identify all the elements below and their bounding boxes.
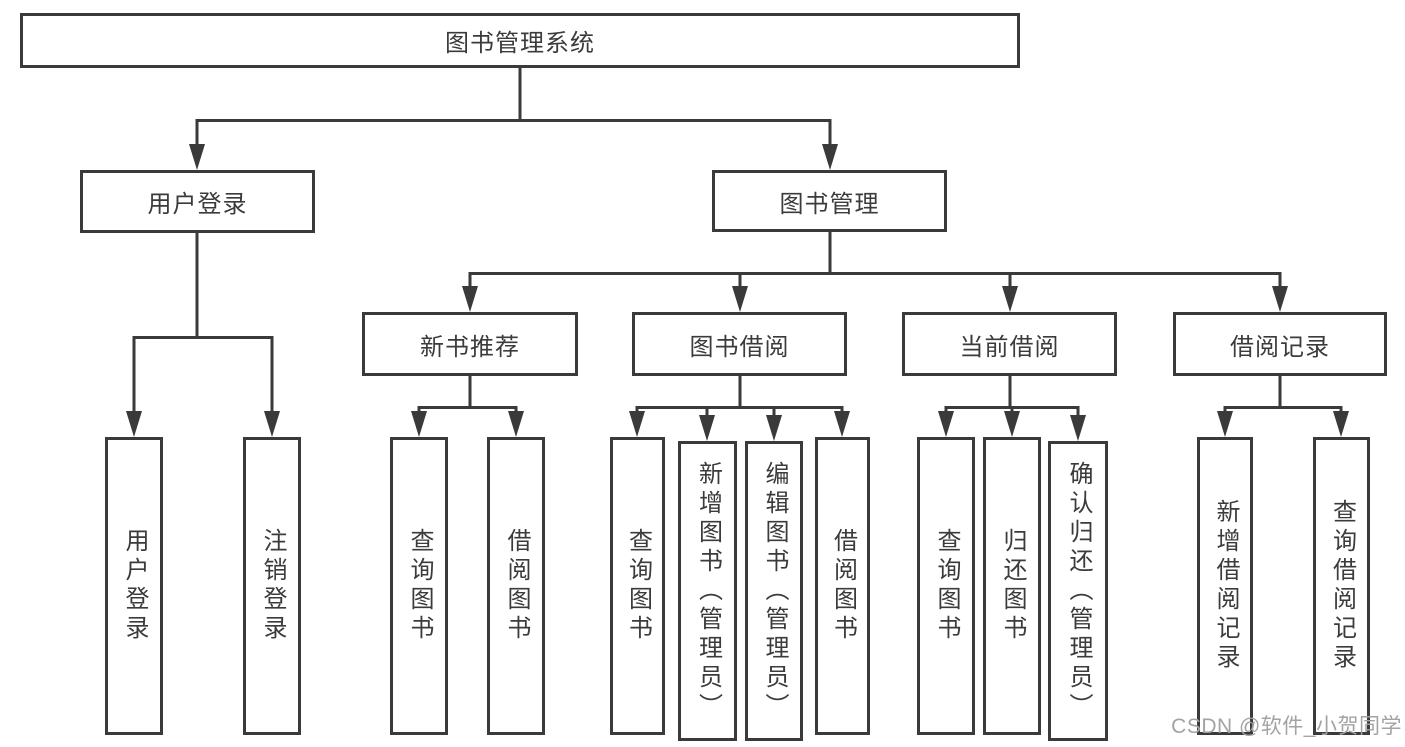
leaf-borrow-books: 借阅图书 bbox=[815, 437, 870, 735]
arrow-down-icon bbox=[1070, 415, 1086, 441]
leaf-query-borrow-record: 查询借阅记录 bbox=[1313, 437, 1370, 735]
arrow-down-icon bbox=[629, 411, 645, 437]
arrow-down-icon bbox=[1333, 411, 1349, 437]
node-book-management: 图书管理 bbox=[712, 170, 947, 232]
leaf-logout: 注销登录 bbox=[243, 437, 301, 735]
arrow-down-icon bbox=[189, 144, 205, 170]
csdn-watermark: CSDN @软件_小贺同学 bbox=[1171, 715, 1402, 738]
leaf-add-books-admin: 新增图书（管理员） bbox=[678, 441, 737, 741]
arrow-down-icon bbox=[766, 415, 782, 441]
node-user-login: 用户登录 bbox=[80, 170, 315, 233]
arrow-down-icon bbox=[822, 144, 838, 170]
arrow-down-icon bbox=[1002, 286, 1018, 312]
connector-new-book-recommend-to-leaves bbox=[417, 376, 518, 412]
arrow-down-icon bbox=[732, 286, 748, 312]
leaf-user-login: 用户登录 bbox=[105, 437, 163, 735]
connector-current-borrow-to-leaves bbox=[944, 376, 1080, 416]
arrow-down-icon bbox=[1217, 411, 1233, 437]
connector-root-to-level2 bbox=[195, 68, 832, 146]
arrow-down-icon bbox=[411, 411, 427, 437]
leaf-edit-books-admin: 编辑图书（管理员） bbox=[745, 441, 803, 741]
connector-user-login-to-leaves bbox=[132, 233, 274, 413]
connector-book-borrow-to-leaves bbox=[635, 376, 844, 416]
leaf-query-books-current: 查询图书 bbox=[917, 437, 975, 735]
arrow-down-icon bbox=[699, 415, 715, 441]
node-current-borrow: 当前借阅 bbox=[902, 312, 1117, 376]
arrow-down-icon bbox=[126, 411, 142, 437]
arrow-down-icon bbox=[834, 411, 850, 437]
arrow-down-icon bbox=[508, 411, 524, 437]
arrow-down-icon bbox=[1272, 286, 1288, 312]
node-book-borrow: 图书借阅 bbox=[632, 312, 847, 376]
leaf-borrow-books-recommend: 借阅图书 bbox=[487, 437, 545, 735]
node-root-library-management-system: 图书管理系统 bbox=[20, 13, 1020, 68]
connector-borrow-records-to-leaves bbox=[1223, 376, 1343, 412]
arrow-down-icon bbox=[1004, 411, 1020, 437]
connector-book-management-to-level3 bbox=[468, 230, 1282, 288]
arrow-down-icon bbox=[938, 411, 954, 437]
arrow-down-icon bbox=[462, 286, 478, 312]
node-new-book-recommend: 新书推荐 bbox=[362, 312, 578, 376]
node-borrow-records: 借阅记录 bbox=[1173, 312, 1387, 376]
leaf-add-borrow-record: 新增借阅记录 bbox=[1197, 437, 1253, 735]
arrow-down-icon bbox=[264, 411, 280, 437]
leaf-return-books: 归还图书 bbox=[983, 437, 1041, 735]
leaf-query-books-recommend: 查询图书 bbox=[390, 437, 448, 735]
leaf-confirm-return-admin: 确认归还（管理员） bbox=[1048, 441, 1108, 741]
leaf-query-books-borrow: 查询图书 bbox=[610, 437, 665, 735]
